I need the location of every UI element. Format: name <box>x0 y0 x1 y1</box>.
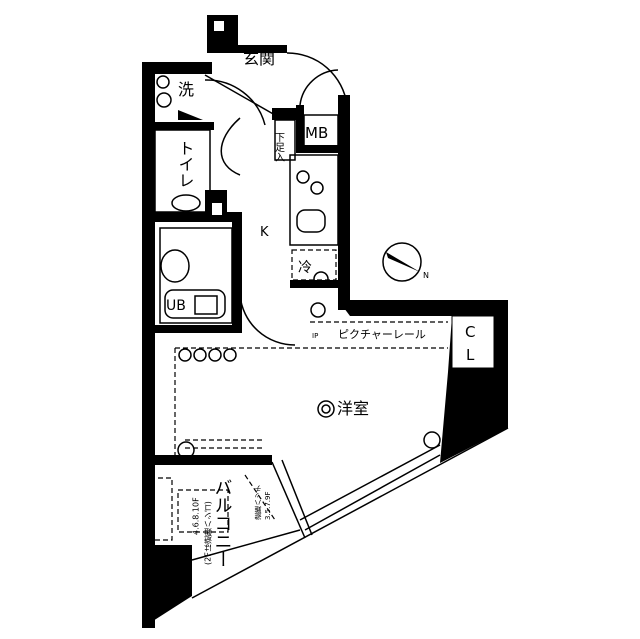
outlet-icon <box>310 302 326 318</box>
label-picture-rail: ピクチャーレール <box>338 328 426 341</box>
label-kitchen: K <box>260 225 269 240</box>
stove-burner-icon <box>310 181 324 195</box>
label-hatch-note-1: 3.5.7.9F <box>264 491 272 520</box>
label-entrance: 玄関 <box>243 49 275 68</box>
stove-burner-icon <box>296 170 310 184</box>
room-labels: 玄関 洗 MB 下足入 トイレ K 冷 UB IP ピクチャーレール C L 洋… <box>166 49 475 568</box>
fixtures <box>156 75 441 459</box>
label-balcony-note-2: 4.6.8.10F <box>192 497 201 535</box>
compass: N <box>382 242 429 282</box>
closet <box>451 315 495 369</box>
pipe-shaft <box>212 203 222 215</box>
toilet-icon <box>171 194 201 212</box>
label-shoe-box: 下足入 <box>273 132 285 162</box>
label-meter-box: MB <box>305 124 328 142</box>
label-hatch-note-2: 避難ハッチ <box>254 485 262 521</box>
shaft <box>214 21 224 31</box>
label-balcony: バルコニー <box>212 478 233 568</box>
label-laundry: 洗 <box>178 80 194 99</box>
label-ip: IP <box>312 332 318 340</box>
compass-icon <box>382 242 422 282</box>
light-icon <box>317 400 335 418</box>
outlet-icon <box>313 271 329 287</box>
sink-icon <box>296 209 326 233</box>
structure-lines <box>154 52 509 599</box>
label-toilet: トイレ <box>176 140 195 188</box>
dashed-lines <box>149 249 448 541</box>
label-unit-bath: UB <box>166 298 186 314</box>
label-closet-l: L <box>466 346 475 364</box>
label-fridge: 冷 <box>298 260 312 276</box>
outlet-icon <box>156 92 172 108</box>
label-balcony-note-1: (2Fは避難ハシゴ) <box>204 501 213 565</box>
washbasin-icon <box>160 249 190 283</box>
compass-north-label: N <box>423 271 429 280</box>
label-closet-c: C <box>465 323 475 341</box>
label-western-room: 洋室 <box>337 399 369 418</box>
